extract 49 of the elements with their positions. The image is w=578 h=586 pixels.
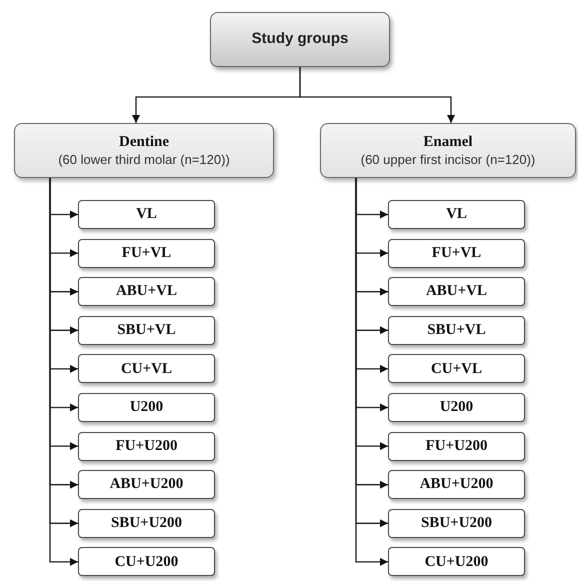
group-box [320,123,576,178]
box-title: SBU+VL [427,320,486,340]
box-title: SBU+U200 [420,514,492,533]
box-title: Enamel [423,133,473,152]
subgroup-box [78,432,215,461]
box-title: FU+U200 [426,436,488,456]
subgroup-box [388,393,525,422]
subgroup-box [78,508,215,538]
subgroup-box [78,470,215,500]
box-title: FU+VL [432,244,482,262]
box-title: ABU+VL [116,282,178,302]
subgroup-box [388,432,525,461]
subgroup-box [78,277,215,306]
box-title: CU+U200 [114,552,178,572]
subgroup-box [78,354,215,384]
box-title: SBU+U200 [110,514,182,533]
box-title: SBU+VL [117,320,176,340]
subgroup-box [78,200,215,229]
box-title: VL [446,205,467,224]
box-title: FU+U200 [116,436,178,456]
box-title: ABU+U200 [110,475,184,494]
subgroup-box [388,277,525,306]
box-title: FU+VL [122,244,172,262]
box-title: ABU+VL [426,282,488,302]
box-title: Dentine [119,133,169,152]
box-title: CU+U200 [424,552,488,572]
box-title: CU+VL [430,360,482,378]
subgroup-box [78,238,215,268]
subgroup-box [78,316,215,345]
subgroup-box [388,316,525,345]
box-subtitle: (60 lower third molar (n=120)) [58,152,230,168]
box-title: VL [136,205,157,224]
subgroup-box [78,547,215,576]
subgroup-box [388,354,525,384]
connector-arrow [299,67,455,123]
box-title: CU+VL [120,360,172,378]
box-title: Study groups [252,29,348,50]
box-title: ABU+U200 [420,475,494,494]
subgroup-box [388,238,525,268]
box-title: U200 [440,398,474,417]
subgroup-box [388,547,525,576]
group-box [14,123,274,178]
subgroup-box [388,470,525,500]
subgroup-box [388,200,525,229]
subgroup-box [78,393,215,422]
box-title: U200 [130,398,164,417]
box-subtitle: (60 upper first incisor (n=120)) [360,152,536,168]
root-box [210,12,390,67]
subgroup-box [388,508,525,538]
